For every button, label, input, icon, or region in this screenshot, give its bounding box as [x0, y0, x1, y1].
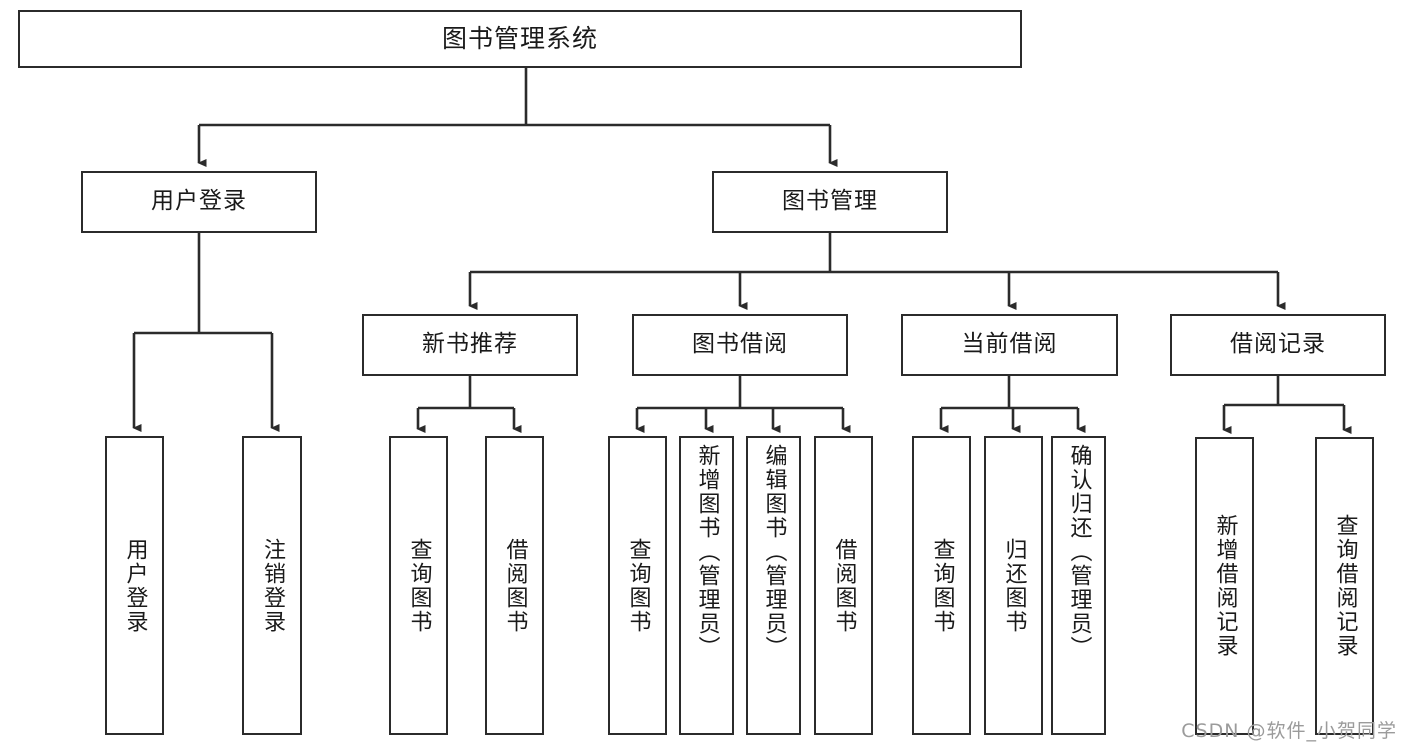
- node-leaf-query-book-1[interactable]: 查询图书: [389, 436, 448, 735]
- node-label: 查询图书: [929, 537, 955, 634]
- node-new-book-recommendation[interactable]: 新书推荐: [362, 314, 578, 376]
- node-leaf-confirm-return-admin[interactable]: 确认归还（管理员）: [1051, 436, 1106, 735]
- node-leaf-borrow-book-2[interactable]: 借阅图书: [814, 436, 873, 735]
- node-leaf-query-book-2[interactable]: 查询图书: [608, 436, 667, 735]
- node-root-book-management-system[interactable]: 图书管理系统: [18, 10, 1022, 68]
- node-leaf-return-book[interactable]: 归还图书: [984, 436, 1043, 735]
- node-leaf-user-login[interactable]: 用户登录: [105, 436, 164, 735]
- node-leaf-query-borrow-record[interactable]: 查询借阅记录: [1315, 437, 1374, 735]
- node-label: 查询图书: [625, 537, 651, 634]
- node-label: 当前借阅: [961, 331, 1058, 358]
- node-borrow-record[interactable]: 借阅记录: [1170, 314, 1386, 376]
- node-leaf-add-book-admin[interactable]: 新增图书（管理员）: [679, 436, 734, 735]
- csdn-watermark: CSDN @软件_小贺同学: [1181, 720, 1397, 742]
- node-label: 用户登录: [122, 537, 148, 634]
- node-leaf-edit-book-admin[interactable]: 编辑图书（管理员）: [746, 436, 801, 735]
- node-label: 用户登录: [151, 188, 247, 215]
- node-leaf-borrow-book-1[interactable]: 借阅图书: [485, 436, 544, 735]
- node-book-borrowing[interactable]: 图书借阅: [632, 314, 848, 376]
- node-label: 图书借阅: [692, 331, 788, 358]
- node-label: 借阅记录: [1230, 331, 1326, 358]
- node-user-login[interactable]: 用户登录: [81, 171, 317, 233]
- node-label: 编辑图书（管理员）: [761, 444, 787, 660]
- node-label: 确认归还（管理员）: [1066, 444, 1092, 660]
- node-label: 查询借阅记录: [1332, 514, 1358, 658]
- node-leaf-add-borrow-record[interactable]: 新增借阅记录: [1195, 437, 1254, 735]
- node-label: 查询图书: [406, 537, 432, 634]
- node-label: 借阅图书: [831, 537, 857, 634]
- node-label: 新增借阅记录: [1212, 514, 1238, 658]
- node-leaf-logout[interactable]: 注销登录: [242, 436, 302, 735]
- node-label: 新增图书（管理员）: [694, 444, 720, 660]
- node-book-management[interactable]: 图书管理: [712, 171, 948, 233]
- node-current-borrowing[interactable]: 当前借阅: [901, 314, 1118, 376]
- node-leaf-query-book-3[interactable]: 查询图书: [912, 436, 971, 735]
- node-label: 新书推荐: [422, 331, 518, 358]
- node-label: 注销登录: [259, 537, 285, 634]
- node-label: 图书管理: [782, 188, 878, 215]
- node-label: 图书管理系统: [441, 24, 598, 54]
- node-label: 归还图书: [1001, 537, 1027, 634]
- node-label: 借阅图书: [502, 537, 528, 634]
